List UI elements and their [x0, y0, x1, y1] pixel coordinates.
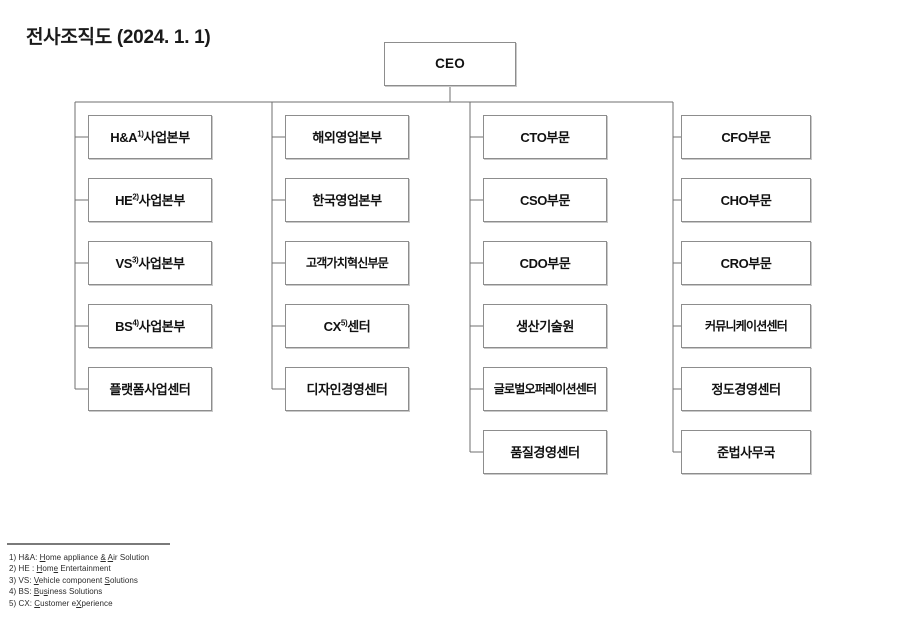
- org-node-label: 준법사무국: [717, 444, 775, 460]
- org-node-integrity-management-center[interactable]: 정도경영센터: [681, 367, 811, 411]
- org-node-label: 글로벌오퍼레이션센터: [493, 382, 597, 396]
- org-node-label: H&A1)사업본부: [110, 129, 190, 145]
- org-node-cdo-division[interactable]: CDO부문: [483, 241, 607, 285]
- footnote-item: 1) H&A: Home appliance & Air Solution: [9, 553, 150, 562]
- footnote-item: 3) VS: Vehicle component Solutions: [9, 575, 138, 585]
- org-node-label: 고객가치혁신부문: [306, 256, 389, 270]
- org-node-korea-sales[interactable]: 한국영업본부: [285, 178, 409, 222]
- org-node-label: CHO부문: [720, 192, 772, 208]
- org-node-cx-center[interactable]: CX5)센터: [285, 304, 409, 348]
- org-node-production-engineering-institute[interactable]: 생산기술원: [483, 304, 607, 348]
- page-title: 전사조직도 (2024. 1. 1): [26, 27, 211, 48]
- org-node-label: HE2)사업본부: [115, 192, 185, 208]
- org-node-overseas-sales[interactable]: 해외영업본부: [285, 115, 409, 159]
- org-node-label: CSO부문: [519, 192, 571, 208]
- org-node-label: 해외영업본부: [312, 129, 382, 145]
- org-node-bs-division[interactable]: BS4)사업본부: [88, 304, 212, 348]
- org-node-ha-division[interactable]: H&A1)사업본부: [88, 115, 212, 159]
- org-node-label: CX5)센터: [323, 318, 371, 334]
- org-node-ceo[interactable]: CEO: [384, 42, 516, 86]
- org-node-global-operation-center[interactable]: 글로벌오퍼레이션센터: [483, 367, 607, 411]
- org-node-label: 정도경영센터: [711, 381, 781, 397]
- org-node-label: CEO: [435, 56, 465, 72]
- org-node-cfo-division[interactable]: CFO부문: [681, 115, 811, 159]
- org-node-label: 품질경영센터: [510, 444, 580, 460]
- org-node-label: 플랫폼사업센터: [109, 381, 191, 397]
- org-node-label: CFO부문: [721, 129, 771, 145]
- org-node-label: CTO부문: [520, 129, 570, 145]
- org-node-label: CRO부문: [720, 255, 772, 271]
- org-node-compliance-office[interactable]: 준법사무국: [681, 430, 811, 474]
- org-node-cro-division[interactable]: CRO부문: [681, 241, 811, 285]
- org-node-label: BS4)사업본부: [115, 318, 185, 334]
- footnote-item: 2) HE : Home Entertainment: [9, 564, 111, 574]
- org-node-cho-division[interactable]: CHO부문: [681, 178, 811, 222]
- org-node-label: 디자인경영센터: [306, 381, 388, 397]
- org-node-quality-management-center[interactable]: 품질경영센터: [483, 430, 607, 474]
- org-node-vs-division[interactable]: VS3)사업본부: [88, 241, 212, 285]
- org-node-communication-center[interactable]: 커뮤니케이션센터: [681, 304, 811, 348]
- footnote-item: 5) CX: Customer eXperience: [9, 598, 113, 608]
- footnote-divider: [7, 543, 170, 545]
- org-node-cso-division[interactable]: CSO부문: [483, 178, 607, 222]
- org-node-he-division[interactable]: HE2)사업본부: [88, 178, 212, 222]
- org-node-design-management-center[interactable]: 디자인경영센터: [285, 367, 409, 411]
- org-node-label: 한국영업본부: [312, 192, 382, 208]
- footnote-list: 1) H&A: Home appliance & Air Solution 2)…: [9, 552, 329, 609]
- org-node-label: 커뮤니케이션센터: [705, 319, 788, 333]
- org-node-customer-value-innovation[interactable]: 고객가치혁신부문: [285, 241, 409, 285]
- org-node-label: 생산기술원: [516, 318, 574, 334]
- org-node-cto-division[interactable]: CTO부문: [483, 115, 607, 159]
- org-node-platform-business-center[interactable]: 플랫폼사업센터: [88, 367, 212, 411]
- footnote-item: 4) BS: Business Solutions: [9, 587, 103, 597]
- org-node-label: VS3)사업본부: [115, 255, 185, 271]
- org-node-label: CDO부문: [519, 255, 571, 271]
